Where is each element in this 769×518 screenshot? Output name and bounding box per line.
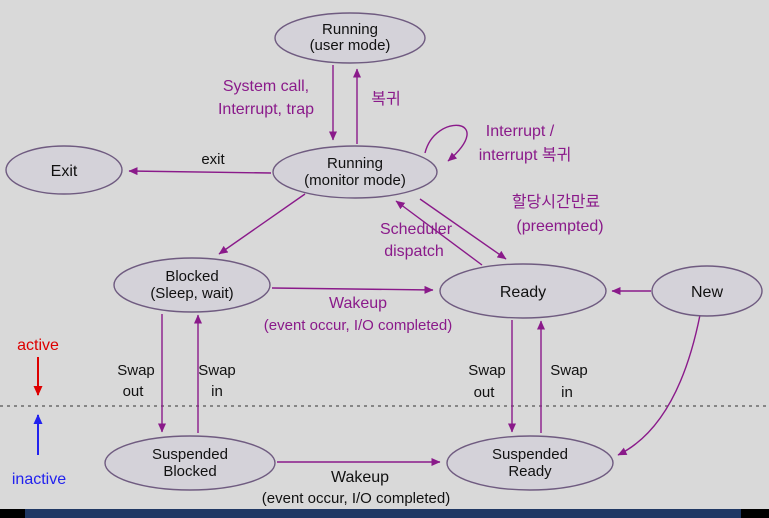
node-running-user-label-line2: (user mode) [310,37,391,54]
node-suspended-blocked [104,435,276,491]
node-suspended-blocked-label-line1: Suspended [152,446,228,463]
label-swap-in-right-line2: in [561,384,573,401]
node-new [651,265,763,317]
node-running-user [274,12,426,64]
node-exit-label: Exit [51,163,78,180]
footer-bar-blue [25,509,741,518]
node-running-monitor [272,145,438,199]
label-wakeup-top-line1: Wakeup [329,295,387,312]
label-swap-out-left-line1: Swap [117,362,155,379]
label-wakeup-bottom-line2: (event occur, I/O completed) [262,490,450,507]
node-suspended-ready-label-line1: Suspended [492,446,568,463]
node-running-monitor-label-line1: Running [327,155,383,172]
label-preempted-line2: (preempted) [516,218,603,235]
node-running-user-label-line1: Running [322,21,378,38]
label-interrupt-loop-line1: Interrupt / [486,123,555,140]
label-exit-edge: exit [201,151,225,168]
label-active-zone: active [17,337,59,354]
label-swap-out-right-line2: out [474,384,496,401]
node-blocked [113,257,271,313]
label-wakeup-bottom-line1: Wakeup [331,469,389,486]
label-scheduler-line2: dispatch [384,243,444,260]
node-new-label: New [691,284,723,301]
edge-new-to-suspended-ready-arrow [617,314,701,456]
node-suspended-ready [446,435,614,491]
node-exit [5,145,123,195]
label-preempted-line1: 할당시간만료 [512,193,600,211]
edge-running-to-blocked-arrow [218,193,306,255]
node-suspended-ready-label-line2: Ready [508,463,552,480]
node-running-monitor-label-line2: (monitor mode) [304,172,406,189]
edge-interrupt-self-loop [424,124,468,162]
label-swap-in-left-line2: in [211,383,223,400]
edge-scheduler-dispatch-arrow [395,200,483,266]
node-blocked-label-line1: Blocked [165,268,218,285]
edge-preempted-arrow [419,198,507,260]
label-swap-in-right-line1: Swap [550,362,588,379]
label-scheduler-line1: Scheduler [380,221,453,238]
label-system-call-line1: System call, [223,78,309,95]
label-return-kr: 복귀 [371,90,400,108]
label-wakeup-top-line2: (event occur, I/O completed) [264,317,452,334]
label-swap-in-left-line1: Swap [198,362,236,379]
label-inactive-zone: inactive [12,471,66,488]
node-blocked-label-line2: (Sleep, wait) [150,285,233,302]
label-interrupt-loop-line2: interrupt 복귀 [479,146,572,164]
edge-wakeup-top-arrow [271,285,434,294]
edge-exit-arrow [128,167,272,176]
label-swap-out-right-line1: Swap [468,362,506,379]
node-ready [439,263,607,319]
node-suspended-blocked-label-line2: Blocked [163,463,216,480]
node-ready-label: Ready [500,284,546,301]
label-swap-out-left-line2: out [123,383,145,400]
label-system-call-line2: Interrupt, trap [218,101,314,118]
